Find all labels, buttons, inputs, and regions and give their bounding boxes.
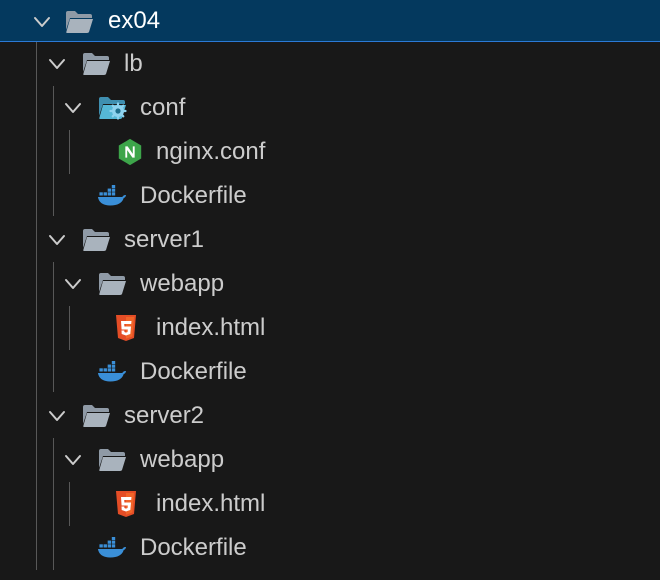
tree-item-conf[interactable]: conf [0,86,660,130]
chevron-down-icon[interactable] [47,54,67,74]
folder-open-icon [81,402,111,430]
chevron-down-icon[interactable] [63,450,83,470]
indent-guide [69,482,70,526]
tree-item-dockerfile[interactable]: Dockerfile [0,350,660,394]
tree-item-label: nginx.conf [156,138,266,165]
tree-item-server1[interactable]: server1 [0,218,660,262]
indent-guide [53,86,54,216]
folder-open-icon [97,270,127,298]
nginx-icon [115,138,145,166]
chevron-down-icon[interactable] [47,230,67,250]
tree-item-label: lb [124,50,143,77]
tree-item-label: Dockerfile [140,182,247,209]
folder-open-icon [81,226,111,254]
indent-guide [69,306,70,350]
tree-item-webapp[interactable]: webapp [0,438,660,482]
indent-guide [53,262,54,392]
chevron-down-icon[interactable] [63,98,83,118]
folder-open-icon [81,50,111,78]
tree-item-dockerfile[interactable]: Dockerfile [0,526,660,570]
tree-item-label: server2 [124,402,205,429]
tree-item-label: server1 [124,226,205,253]
tree-item-label: index.html [156,490,266,517]
docker-icon [97,185,127,209]
indent-guide [69,130,70,174]
tree-item-label: conf [140,94,186,121]
tree-item-label: webapp [140,270,225,297]
tree-item-lb[interactable]: lb [0,42,660,86]
tree-item-webapp[interactable]: webapp [0,262,660,306]
tree-item-dockerfile[interactable]: Dockerfile [0,174,660,218]
chevron-down-icon[interactable] [47,406,67,426]
tree-item-label: index.html [156,314,266,341]
tree-item-nginx-conf[interactable]: nginx.conf [0,130,660,174]
chevron-down-icon[interactable] [32,12,52,32]
tree-item-label: Dockerfile [140,358,247,385]
tree-item-ex04[interactable]: ex04 [0,0,660,42]
html5-icon [114,314,138,342]
tree-item-index-html[interactable]: index.html [0,306,660,350]
chevron-down-icon[interactable] [63,274,83,294]
html5-icon [114,490,138,518]
indent-guide [53,438,54,570]
tree-item-server2[interactable]: server2 [0,394,660,438]
tree-item-label: ex04 [108,7,161,34]
docker-icon [97,537,127,561]
indent-guide [36,42,37,570]
folder-open-icon [64,8,94,36]
tree-item-index-html[interactable]: index.html [0,482,660,526]
folder-open-icon [97,446,127,474]
config-folder-icon [97,94,127,122]
tree-item-label: webapp [140,446,225,473]
tree-item-label: Dockerfile [140,534,247,561]
docker-icon [97,361,127,385]
